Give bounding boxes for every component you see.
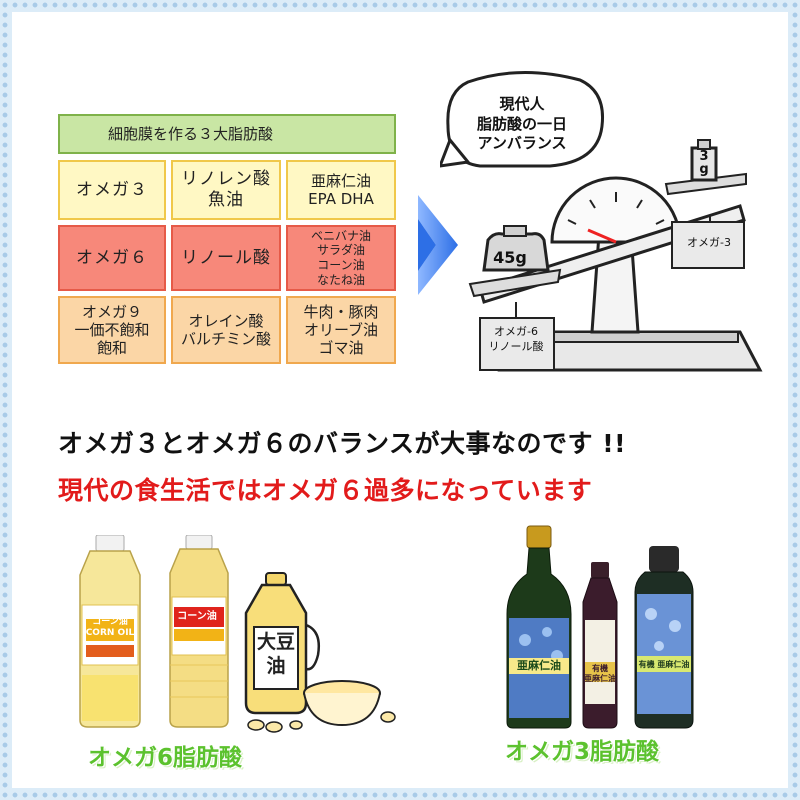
omega3-flaxseed-products [506, 525, 694, 729]
corn-oil-bottle-1 [79, 535, 141, 728]
omega3-scale-label: オメガ-3 [687, 236, 731, 249]
weight-3g [690, 146, 718, 182]
row-omega9-type: オメガ９ 一価不飽和 飽和 [58, 296, 166, 364]
table-header: 細胞膜を作る３大脂肪酸 [58, 114, 396, 154]
oil-bowl [247, 680, 396, 733]
corn-oil-bottle-2 [169, 535, 229, 728]
flax-can-label: 有機 亜麻仁油 [638, 660, 690, 669]
weight-45g [482, 232, 550, 272]
bottle1-label: コーン油 CORN OIL [85, 617, 135, 638]
row-omega6-acid: リノール酸 [171, 225, 281, 291]
weight-right-label: 3 g [699, 149, 709, 177]
omega3-caption: オメガ3脂肪酸 [505, 739, 660, 765]
flaxseed-oil-bottle-large [506, 525, 572, 729]
weight-left-label: 45g [493, 248, 527, 267]
headline-excess: 現代の食生活ではオメガ６過多になっています [58, 476, 593, 505]
row-omega3-sources: 亜麻仁油 EPA DHA [286, 160, 396, 220]
flaxseed-oil-can [634, 546, 694, 729]
scale-dial [550, 176, 682, 244]
row-omega3-type: オメガ３ [58, 160, 166, 220]
flaxseed-oil-bottle-small [582, 562, 618, 729]
flax-small-label: 有機 亜麻仁油 [584, 664, 616, 683]
row-omega3-acid: リノレン酸 魚油 [171, 160, 281, 220]
label-box-omega6 [479, 317, 555, 371]
bottle2-label: コーン油 [177, 611, 217, 622]
omega6-oil-products [79, 535, 396, 733]
row-omega6-type: オメガ６ [58, 225, 166, 291]
row-omega9-acid: オレイン酸 バルチミン酸 [171, 296, 281, 364]
speech-bubble [446, 70, 605, 168]
right-arrow-icon [418, 195, 458, 295]
headline-balance: オメガ３とオメガ６のバランスが大事なのです !! [58, 429, 627, 458]
soybean-oil-jug [244, 572, 320, 715]
balance-scale-illustration [440, 70, 763, 372]
flax-large-label: 亜麻仁油 [517, 659, 561, 672]
omega6-caption: オメガ6脂肪酸 [88, 745, 243, 771]
row-omega6-sources: ベニバナ油 サラダ油 コーン油 なたね油 [286, 225, 396, 291]
dial-needle [587, 228, 617, 244]
bubble-text: 現代人 脂肪酸の一日 アンバランス [476, 95, 567, 152]
jug-label: 大豆 油 [256, 631, 295, 677]
label-box-omega3 [671, 221, 745, 269]
row-omega9-sources: 牛肉・豚肉 オリーブ油 ゴマ油 [286, 296, 396, 364]
omega6-scale-label: オメガ-6 リノール酸 [488, 325, 544, 353]
